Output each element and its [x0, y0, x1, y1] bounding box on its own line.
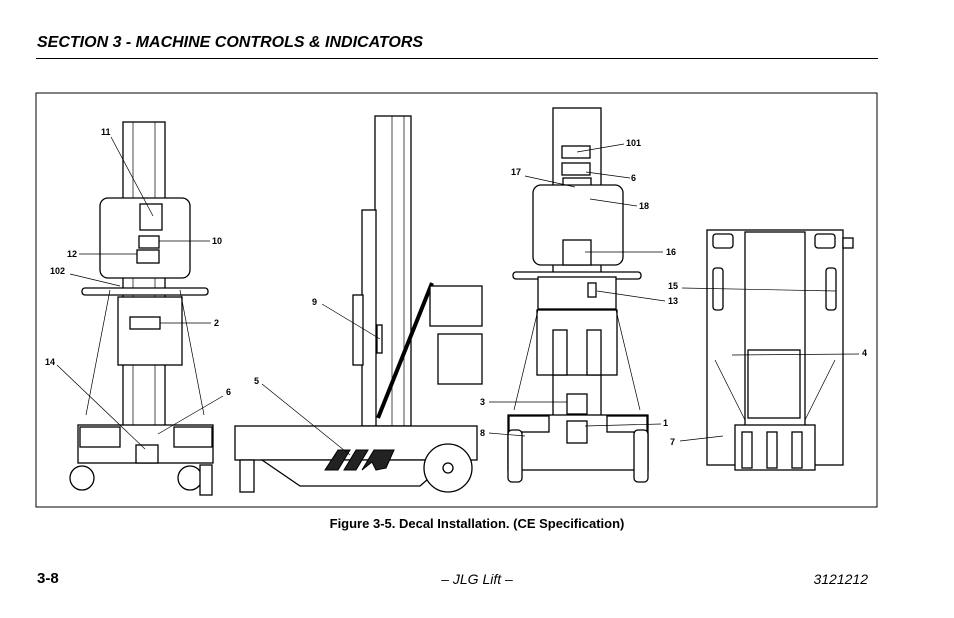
callout-13: 13 [668, 296, 678, 306]
figure-caption: Figure 3-5. Decal Installation. (CE Spec… [329, 516, 625, 531]
callout-2: 2 [214, 318, 219, 328]
top-view-drawing [706, 229, 854, 471]
callout-14: 14 [45, 357, 55, 367]
callout-labels: 11 12 10 102 2 14 6 9 5 101 17 6 18 16 1… [45, 127, 867, 447]
side-view-drawing [234, 115, 483, 493]
callout-11: 11 [101, 127, 111, 137]
rear-view-drawing [507, 107, 649, 483]
callout-6: 6 [226, 387, 231, 397]
callout-101: 101 [626, 138, 641, 148]
callout-1: 1 [663, 418, 668, 428]
callout-17: 17 [511, 167, 521, 177]
callout-16: 16 [666, 247, 676, 257]
callout-9: 9 [312, 297, 317, 307]
callout-18: 18 [639, 201, 649, 211]
callout-7: 7 [670, 437, 675, 447]
callout-4: 4 [862, 348, 867, 358]
front-view-drawing [69, 121, 214, 496]
page-number: 3-8 [37, 570, 59, 587]
footer-product: – JLG Lift – [441, 571, 513, 587]
callout-12: 12 [67, 249, 77, 259]
callout-leaders [56, 136, 860, 456]
document-number: 3121212 [813, 571, 868, 587]
callout-8: 8 [480, 428, 485, 438]
callout-6-rear: 6 [631, 173, 636, 183]
callout-15: 15 [668, 281, 678, 291]
figure-frame [35, 92, 878, 508]
callout-3: 3 [480, 397, 485, 407]
section-title: SECTION 3 - MACHINE CONTROLS & INDICATOR… [37, 34, 424, 51]
header-rule [36, 58, 878, 59]
callout-102: 102 [50, 266, 65, 276]
callout-10: 10 [212, 236, 222, 246]
callout-5: 5 [254, 376, 259, 386]
